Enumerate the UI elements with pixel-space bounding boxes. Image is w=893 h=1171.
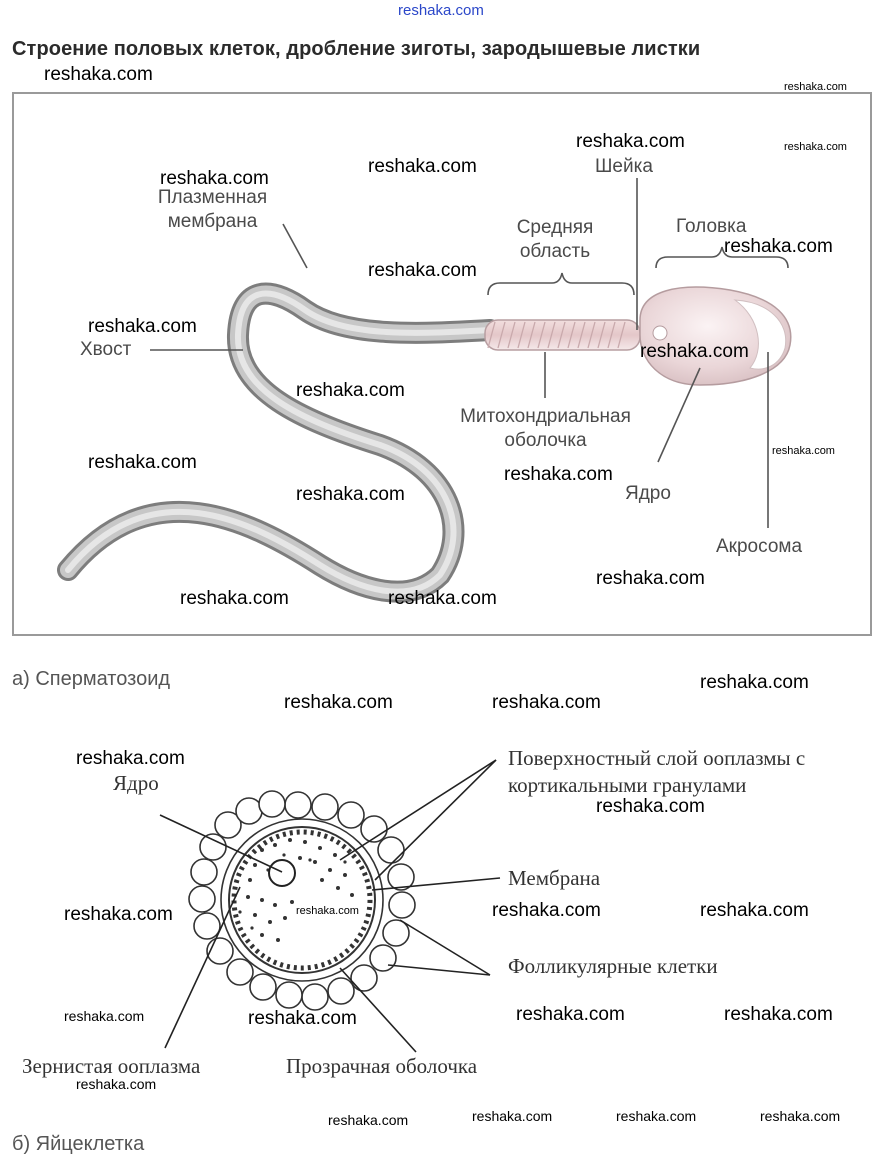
watermark: reshaka.com bbox=[760, 1108, 841, 1124]
watermark: reshaka.com bbox=[492, 692, 601, 713]
watermark: reshaka.com bbox=[616, 1108, 697, 1124]
page-title: Строение половых клеток, дробление зигот… bbox=[12, 38, 701, 60]
label-neck: Шейка bbox=[595, 156, 653, 177]
label-surface-layer: Поверхностный слой ооплазмы с кортикальн… bbox=[508, 746, 806, 797]
caption-egg: б) Яйцеклетка bbox=[12, 1133, 145, 1155]
egg-cell bbox=[188, 790, 416, 1011]
watermark: reshaka.com bbox=[44, 64, 153, 85]
label-mitochondrial-sheath: Митохондриальная оболочка bbox=[460, 406, 631, 451]
label-acrosome: Акросома bbox=[716, 536, 803, 557]
watermark: reshaka.com bbox=[596, 796, 705, 817]
watermark: reshaka.com bbox=[724, 236, 833, 257]
ooplasm-granules bbox=[238, 838, 354, 942]
label-middle-region: Средняя область bbox=[516, 217, 594, 262]
watermark: reshaka.com bbox=[88, 316, 197, 337]
watermark: reshaka.com bbox=[368, 156, 477, 177]
sperm-middle-region bbox=[484, 319, 641, 351]
site-link[interactable]: reshaka.com bbox=[398, 2, 484, 19]
caption-sperm: а) Сперматозоид bbox=[12, 668, 171, 690]
watermark: reshaka.com bbox=[284, 692, 393, 713]
sperm-leader-lines bbox=[150, 178, 789, 528]
watermark: reshaka.com bbox=[784, 141, 847, 153]
watermark: reshaka.com bbox=[576, 131, 685, 152]
egg-leader-lines bbox=[159, 759, 501, 1053]
watermark: reshaka.com bbox=[160, 168, 269, 189]
label-granular-ooplasm: Зернистая ооплазма bbox=[22, 1054, 201, 1078]
watermark: reshaka.com bbox=[700, 672, 809, 693]
watermark: reshaka.com bbox=[296, 380, 405, 401]
label-zona-pellucida: Прозрачная оболочка bbox=[286, 1054, 478, 1078]
watermark: reshaka.com bbox=[64, 904, 173, 925]
label-membrane: Мембрана bbox=[508, 866, 601, 890]
label-sperm-nucleus: Ядро bbox=[625, 483, 671, 504]
watermark: reshaka.com bbox=[772, 445, 835, 457]
watermark: reshaka.com bbox=[640, 341, 749, 362]
watermark: reshaka.com bbox=[76, 1076, 157, 1092]
watermark: reshaka.com bbox=[180, 588, 289, 609]
watermark: reshaka.com bbox=[88, 452, 197, 473]
follicular-cells bbox=[188, 790, 416, 1011]
label-follicular-cells: Фолликулярные клетки bbox=[508, 954, 718, 978]
watermark: reshaka.com bbox=[492, 900, 601, 921]
watermark: reshaka.com bbox=[296, 905, 359, 917]
watermark: reshaka.com bbox=[328, 1112, 409, 1128]
watermark: reshaka.com bbox=[296, 484, 405, 505]
watermark: reshaka.com bbox=[368, 260, 477, 281]
sperm-head bbox=[639, 286, 792, 386]
sperm-tail bbox=[57, 282, 501, 603]
watermark: reshaka.com bbox=[700, 900, 809, 921]
watermark: reshaka.com bbox=[76, 748, 185, 769]
watermark: reshaka.com bbox=[516, 1004, 625, 1025]
label-tail: Хвост bbox=[80, 339, 132, 360]
label-egg-nucleus: Ядро bbox=[113, 771, 159, 795]
label-head: Головка bbox=[676, 216, 747, 237]
watermark: reshaka.com bbox=[504, 464, 613, 485]
watermark: reshaka.com bbox=[596, 568, 705, 589]
label-plasma-membrane: Плазменная мембрана bbox=[157, 187, 268, 232]
watermark: reshaka.com bbox=[248, 1008, 357, 1029]
watermark: reshaka.com bbox=[388, 588, 497, 609]
watermark: reshaka.com bbox=[64, 1008, 145, 1024]
watermark: reshaka.com bbox=[784, 81, 847, 93]
watermark: reshaka.com bbox=[724, 1004, 833, 1025]
watermark: reshaka.com bbox=[472, 1108, 553, 1124]
